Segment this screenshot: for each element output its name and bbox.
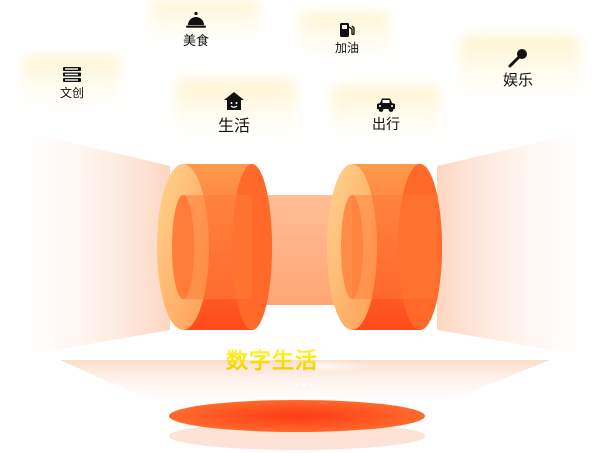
- category-fuel[interactable]: 加油: [335, 22, 359, 56]
- fuel-pump-icon: [339, 23, 355, 37]
- headline-title: 数字生活: [226, 343, 318, 375]
- platform-disc: [169, 400, 425, 432]
- headline-glow: [316, 360, 376, 372]
- right-light-beam: [437, 126, 609, 360]
- category-label: 娱乐: [502, 71, 534, 89]
- category-food[interactable]: 美食: [183, 11, 209, 49]
- carousel-dots: [295, 383, 313, 386]
- bottom-light-beam: [60, 360, 550, 412]
- right-cylinder: [327, 164, 442, 330]
- left-light-beam: [0, 126, 170, 360]
- house-icon: [223, 92, 244, 110]
- microphone-icon: [508, 49, 527, 68]
- cloche-icon: [185, 11, 206, 28]
- car-icon: [377, 98, 395, 112]
- category-label: 文创: [59, 86, 85, 100]
- category-label: 美食: [182, 34, 210, 49]
- category-label: 出行: [372, 117, 400, 133]
- book-stack-icon: [62, 67, 81, 82]
- carousel-dot[interactable]: [295, 383, 299, 386]
- category-life[interactable]: 生活: [218, 91, 250, 136]
- category-label: 生活: [217, 116, 251, 135]
- category-travel[interactable]: 出行: [372, 97, 400, 134]
- category-entertainment[interactable]: 娱乐: [503, 48, 533, 90]
- left-cylinder: [157, 164, 272, 330]
- icon-card-glows: [22, 0, 580, 138]
- carousel-dot[interactable]: [302, 383, 306, 386]
- category-culture[interactable]: 文创: [60, 66, 84, 101]
- category-label: 加油: [334, 41, 360, 55]
- carousel-dot[interactable]: [309, 383, 313, 386]
